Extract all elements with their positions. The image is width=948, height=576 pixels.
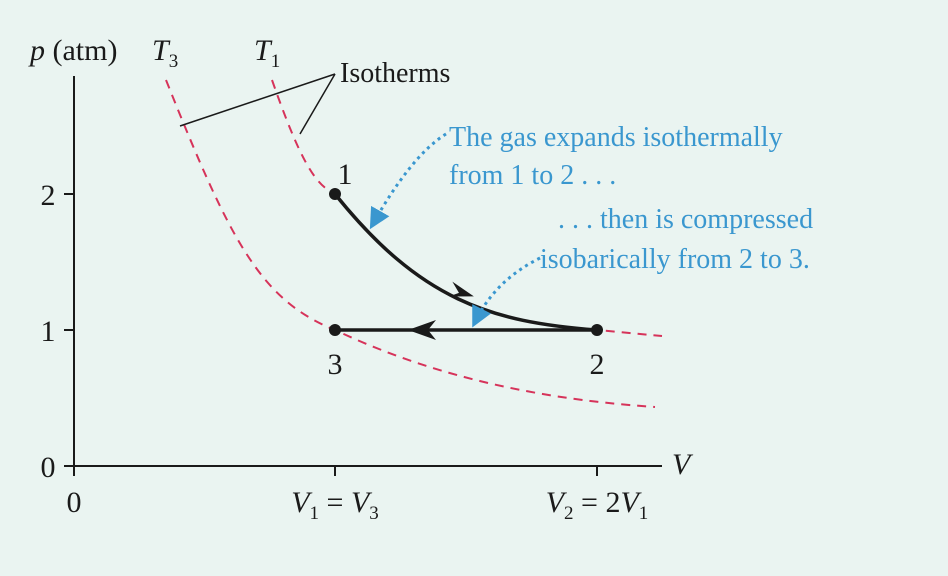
state-label-3: 3: [328, 348, 343, 381]
annotation-compress-line2: isobarically from 2 to 3.: [540, 244, 810, 275]
isotherms-label: Isotherms: [340, 58, 450, 89]
arrow-1-to-2: [448, 281, 474, 297]
isotherms-leader-t3: [179, 73, 336, 127]
state-label-2: 2: [590, 348, 605, 381]
state-label-1: 1: [338, 158, 353, 191]
y-tick-label-0: 0: [41, 451, 56, 484]
annotation-expand-line2: from 1 to 2 . . .: [449, 160, 616, 191]
isotherms-leader-t1: [299, 73, 336, 135]
y-axis-label: p (atm): [28, 34, 117, 67]
y-tick-label-2: 2: [41, 179, 56, 212]
state-point-1: [329, 188, 341, 200]
state-point-2: [591, 324, 603, 336]
x-tick-label-v2: V2 = 2V1: [546, 486, 649, 524]
isotherm-t3-label: T3: [152, 34, 178, 72]
process-1-to-2: [333, 192, 598, 332]
annotation-compress-line1: . . . then is compressed: [558, 204, 813, 235]
x-axis-label: V: [672, 448, 694, 481]
x-origin-label: 0: [67, 486, 82, 519]
arrow-2-to-3: [408, 320, 436, 340]
x-tick-label-v1: V1 = V3: [291, 486, 379, 524]
isotherm-t1-label: T1: [254, 34, 280, 72]
y-tick-label-1: 1: [41, 315, 56, 348]
state-point-3: [329, 324, 341, 336]
annotation-expand-line1: The gas expands isothermally: [449, 122, 783, 153]
annotation-expand-pointer: [369, 132, 447, 230]
annotation-compress-pointer: [472, 256, 541, 328]
